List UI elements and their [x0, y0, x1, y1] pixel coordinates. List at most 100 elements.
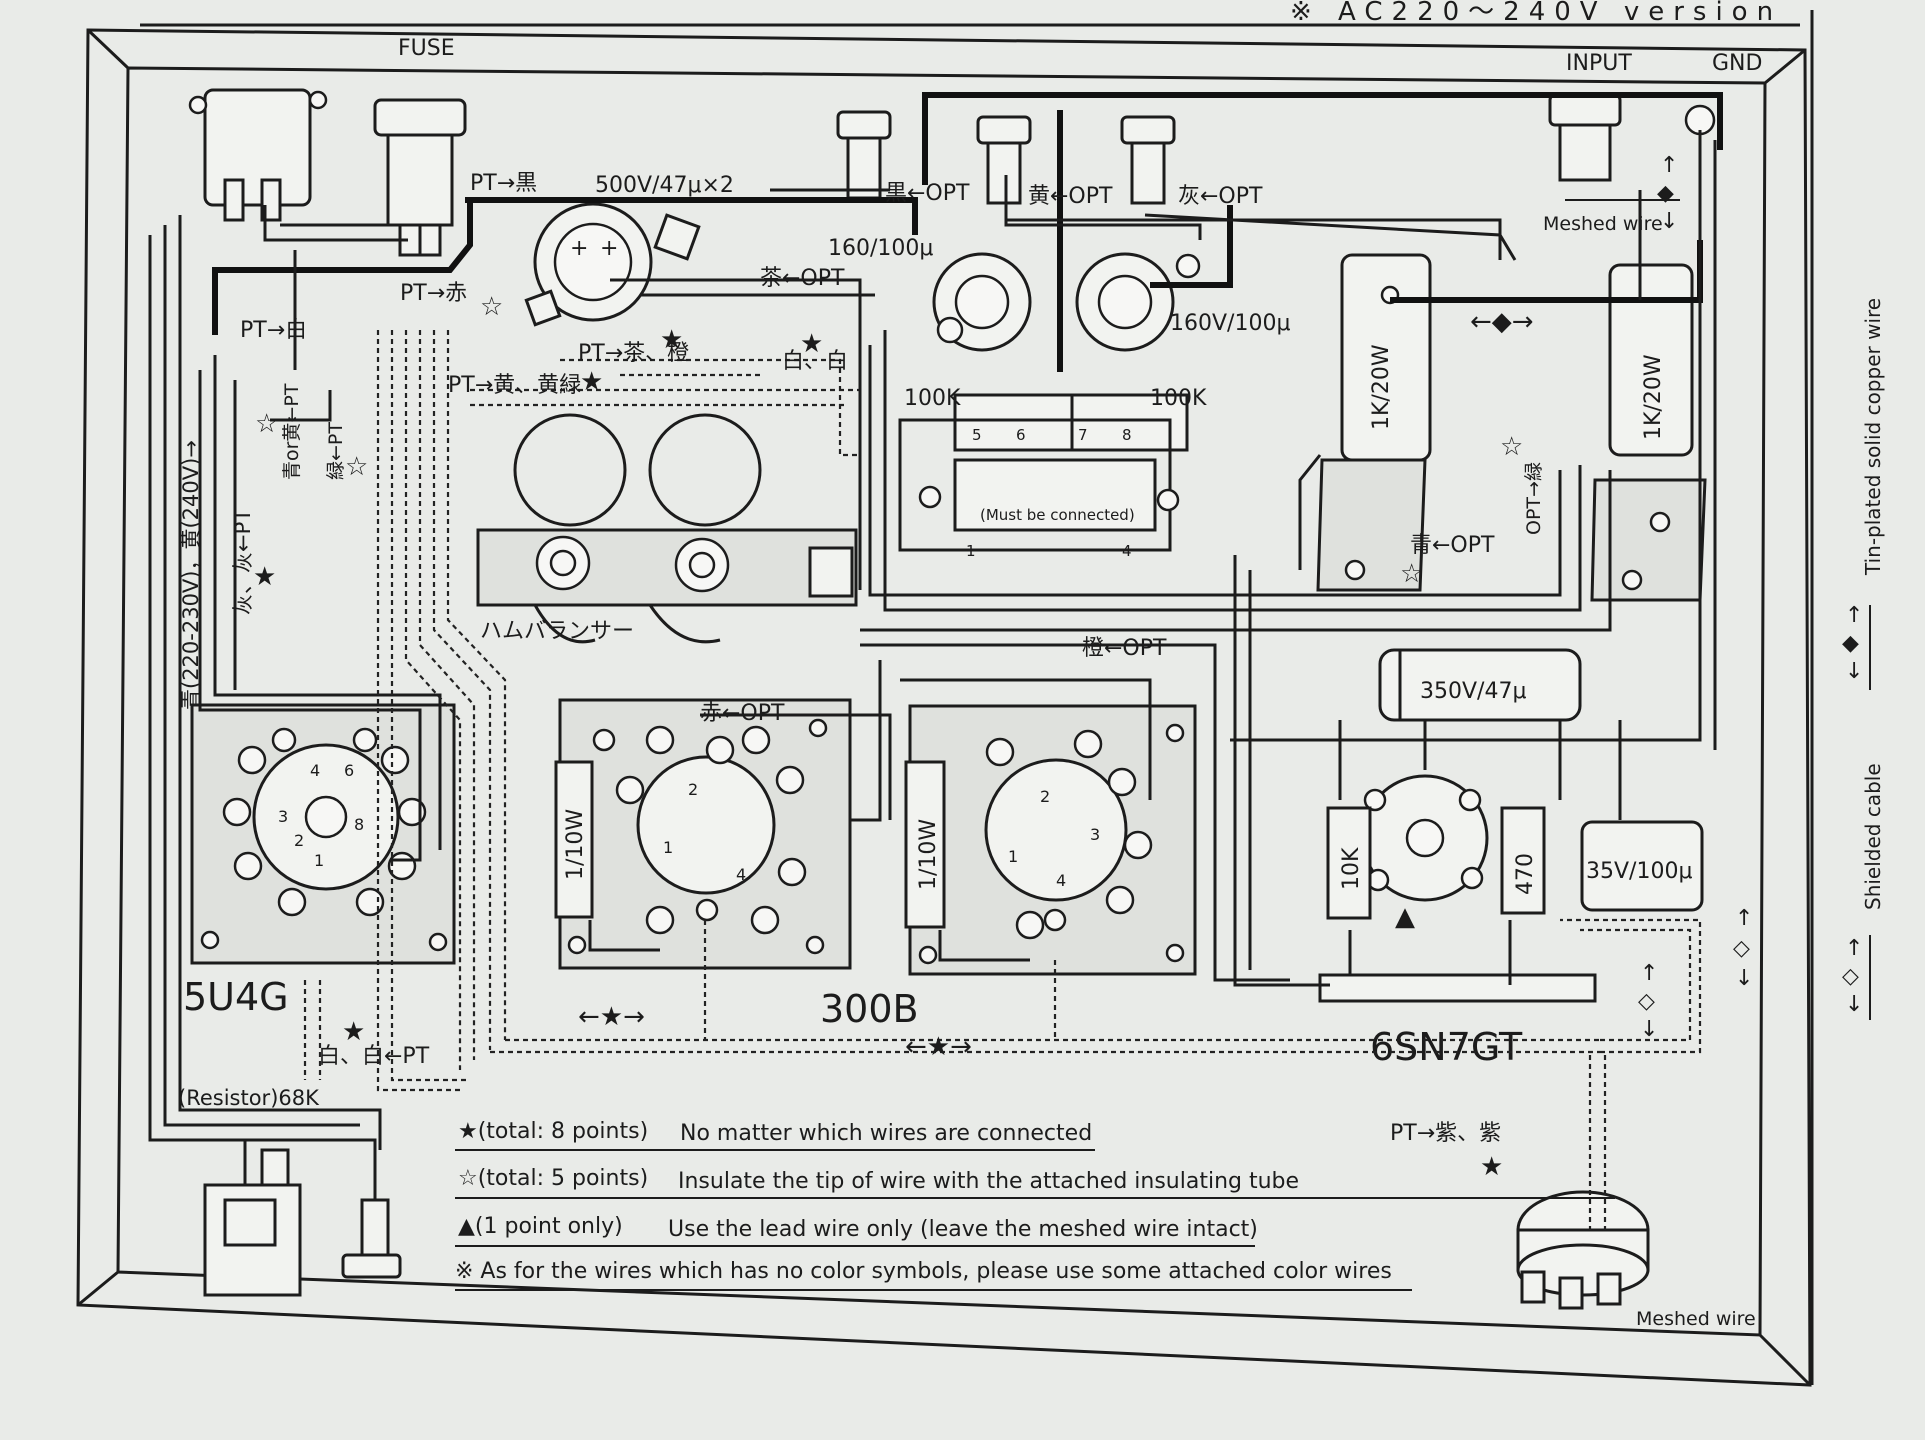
resistor-1k-left — [1316, 253, 1432, 592]
must-be-connected: (Must be connected) — [980, 506, 1135, 524]
svg-text:↓: ↓ — [1735, 966, 1753, 991]
r-100k-left: 100K — [904, 386, 961, 411]
resistor-10k — [1326, 806, 1372, 920]
svg-text:↓: ↓ — [1640, 1017, 1658, 1042]
svg-text:◆: ◆ — [1657, 181, 1674, 206]
input-jack — [1548, 93, 1716, 182]
label-cap-500v: 500V/47μ×2 — [595, 173, 734, 198]
label-ac-voltage: 青(220-230V)，黄(240V)→ — [179, 440, 203, 710]
svg-text:3: 3 — [278, 807, 288, 826]
ground-terminal — [203, 1148, 402, 1297]
svg-text:▲: ▲ — [1395, 902, 1415, 932]
label-pt-brown-orange: PT→茶、橙 — [578, 341, 689, 366]
svg-text:☆: ☆ — [1400, 559, 1423, 589]
label-meshed-wire-top: Meshed wire — [1543, 213, 1663, 235]
svg-text:6: 6 — [1016, 426, 1026, 444]
label-red-opt: 赤←OPT — [700, 701, 785, 726]
svg-text:4: 4 — [1056, 871, 1066, 890]
label-blue-or-yellow: 青or黄←PT — [281, 383, 303, 480]
svg-text:★: ★ — [342, 1017, 365, 1047]
legend: ★(total: 8 points) No matter which wires… — [455, 1119, 1615, 1291]
hum-balancer — [476, 413, 858, 644]
svg-text:★: ★ — [580, 367, 603, 397]
label-pt-yellow: PT→黄、黄緑 — [448, 373, 581, 398]
svg-text:◇: ◇ — [1733, 936, 1750, 961]
legend-star-symbol: ★(total: 8 points) — [458, 1119, 648, 1144]
legend-note-text: ※ As for the wires which has no color sy… — [455, 1259, 1392, 1284]
svg-text:★: ★ — [800, 329, 823, 359]
label-hum-balancer: ハムバランサー — [480, 619, 634, 644]
svg-text:7: 7 — [1078, 426, 1088, 444]
svg-text:1/10W: 1/10W — [916, 819, 941, 890]
svg-text:↑: ↑ — [1845, 936, 1863, 961]
svg-text:←★→: ←★→ — [905, 1032, 972, 1062]
fuse-label: FUSE — [398, 36, 455, 61]
r-100k-right: 100K — [1150, 386, 1207, 411]
svg-text:←◆→: ←◆→ — [1470, 307, 1534, 337]
svg-text:1: 1 — [314, 851, 324, 870]
socket-300b-right — [908, 704, 1197, 976]
svg-text:☆: ☆ — [255, 409, 278, 439]
resistor-1k-right — [1590, 263, 1707, 602]
r-1k-left-label: 1K/20W — [1369, 344, 1394, 430]
svg-text:8: 8 — [1122, 426, 1132, 444]
svg-text:+: + — [600, 236, 618, 261]
ac-inlet — [188, 88, 328, 222]
label-gray-opt: 灰←OPT — [1178, 184, 1263, 209]
svg-text:1: 1 — [1008, 847, 1018, 866]
svg-text:↑: ↑ — [1845, 603, 1863, 628]
label-green-pt: 緑←PT — [325, 422, 347, 480]
svg-text:1/10W: 1/10W — [563, 809, 588, 880]
wiring-harness — [148, 92, 1723, 1230]
svg-text:◆: ◆ — [1842, 631, 1859, 656]
label-opt-green: OPT→緑 — [1523, 462, 1545, 535]
svg-text:4: 4 — [736, 865, 746, 884]
label-brown-opt: 茶←OPT — [760, 266, 845, 291]
label-white-white-pt: 白、白←PT — [318, 1044, 430, 1069]
svg-text:↑: ↑ — [1660, 153, 1678, 178]
label-resistor-68k: (Resistor)68K — [178, 1086, 320, 1110]
legend-triangle-symbol: ▲(1 point only) — [458, 1214, 623, 1239]
symbol-markers: ★ ★ ★ ☆ ☆ ☆ ☆ ☆ ★ ★ ★ ▲ ←★→ ←★→ ←◆→ — [253, 292, 1534, 1182]
svg-text:4: 4 — [1122, 542, 1132, 560]
svg-text:★: ★ — [1480, 1152, 1503, 1182]
label-pt-red: PT→赤 — [400, 281, 467, 306]
label-yellow-opt: 黄←OPT — [1028, 184, 1113, 209]
svg-text:6: 6 — [344, 761, 354, 780]
gnd-label: GND — [1712, 51, 1762, 76]
socket-300b-left — [558, 698, 852, 970]
svg-text:2: 2 — [688, 780, 698, 799]
label-pt-purple: PT→紫、紫 — [1390, 1121, 1501, 1146]
svg-text:↑: ↑ — [1640, 961, 1658, 986]
legend-hollow-star-text: Insulate the tip of wire with the attach… — [678, 1169, 1299, 1194]
version-note: ※ AC220～240V version — [1290, 0, 1782, 27]
svg-text:+: + — [570, 236, 588, 261]
label-orange-opt: 橙←OPT — [1082, 636, 1167, 661]
svg-text:★: ★ — [660, 325, 683, 355]
label-pt-white: PT→白 — [240, 318, 307, 343]
label-gray-gray: 灰、灰←PT — [231, 509, 255, 615]
tag-strip-center — [898, 393, 1189, 552]
svg-text:1: 1 — [663, 838, 673, 857]
label-pt-black: PT→黒 — [470, 171, 537, 196]
svg-text:◇: ◇ — [1638, 989, 1655, 1014]
cap-35v — [1580, 820, 1704, 912]
label-meshed-wire-bottom: Meshed wire — [1636, 1308, 1756, 1330]
svg-text:1: 1 — [966, 542, 976, 560]
tube-300b: 300B — [820, 987, 919, 1031]
cap-350v — [1378, 648, 1582, 722]
tube-6sn7gt: 6SN7GT — [1370, 1025, 1523, 1069]
svg-text:↓: ↓ — [1660, 209, 1678, 234]
label-blue-opt: 青←OPT — [1410, 533, 1495, 558]
label-black-opt: 黒←OPT — [885, 181, 970, 206]
resistor-470 — [1500, 806, 1546, 915]
svg-text:4: 4 — [310, 761, 320, 780]
svg-text:10K: 10K — [1339, 847, 1364, 890]
svg-text:5: 5 — [972, 426, 982, 444]
cap-160-left — [932, 252, 1032, 352]
svg-text:8: 8 — [354, 815, 364, 834]
svg-text:☆: ☆ — [1500, 432, 1523, 462]
svg-text:◇: ◇ — [1842, 964, 1859, 989]
